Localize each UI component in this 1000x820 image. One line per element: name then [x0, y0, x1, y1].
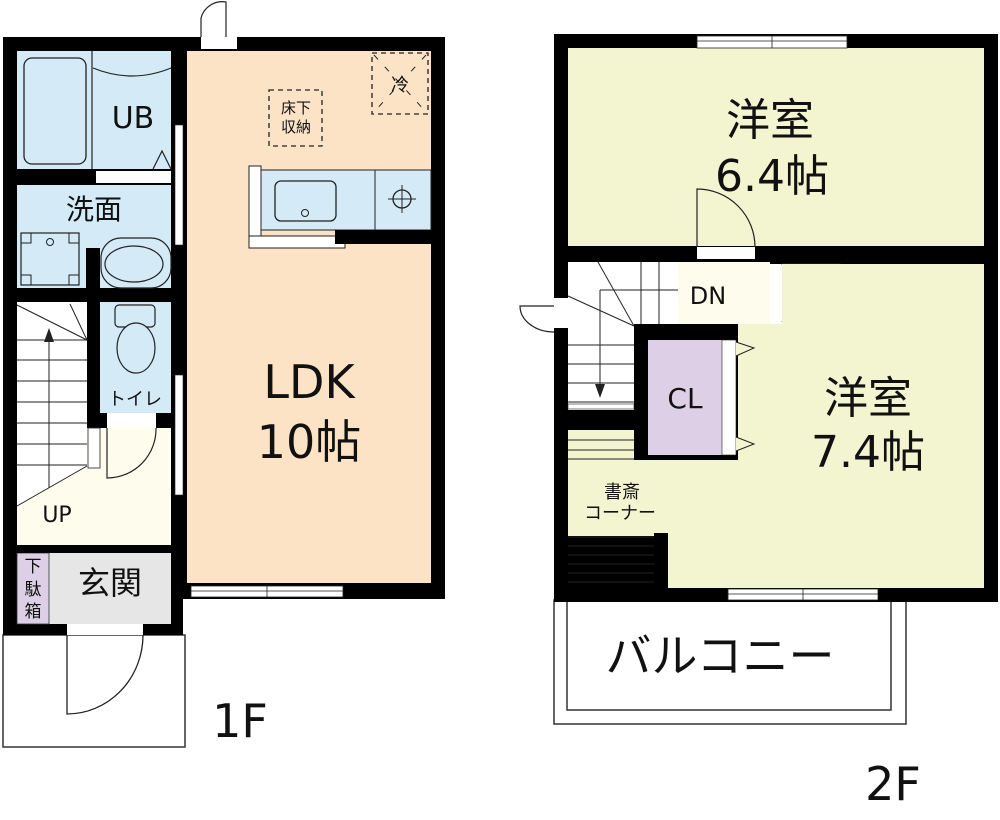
- bath-label: UB: [112, 101, 155, 136]
- door[interactable]: [96, 171, 171, 183]
- entrance-label: 玄関: [78, 564, 142, 602]
- underfloor-storage-label-2: 収納: [281, 118, 311, 136]
- drain-icon: [152, 149, 172, 170]
- closet-door[interactable]: [721, 339, 737, 456]
- toilet-label: トイレ: [108, 389, 162, 410]
- shoe-box: [16, 552, 50, 625]
- western-room-1: [568, 48, 984, 246]
- closet-label: CL: [667, 382, 703, 415]
- western-room-1-size: 6.4帖: [715, 151, 829, 202]
- hall-1f: [17, 428, 171, 545]
- shoe-box-label-2: 駄: [25, 580, 42, 600]
- floor-1: UB 洗面 トイレ LDK 10帖 床下 収納 冷 UP 玄関 下 駄 箱 1F: [2, 1, 445, 748]
- floor-1-label: 1F: [212, 694, 268, 748]
- porch: [2, 634, 186, 748]
- washroom-label: 洗面: [66, 193, 122, 226]
- ldk-size: 10帖: [257, 415, 362, 469]
- stairs-down-label: DN: [690, 282, 726, 310]
- down-arrow-icon: [595, 384, 605, 398]
- shoe-box-label-1: 下: [25, 557, 42, 577]
- western-room-2-size: 7.4帖: [811, 427, 925, 478]
- underfloor-storage-label-1: 床下: [281, 99, 311, 117]
- kitchen-sink-icon: [274, 180, 337, 222]
- shoe-box-label-3: 箱: [25, 602, 42, 622]
- fridge-space: [371, 52, 429, 115]
- fridge-label: 冷: [391, 75, 409, 96]
- floor-2-label: 2F: [865, 757, 921, 811]
- room2-door[interactable]: [770, 264, 782, 324]
- toilet-door[interactable]: [107, 413, 156, 428]
- washing-machine-icon: [20, 232, 80, 286]
- closet: [648, 340, 722, 455]
- balcony-label: バルコニー: [605, 629, 834, 683]
- hall-2f: [678, 262, 770, 324]
- western-room-2: [568, 264, 984, 588]
- floor-2: 洋室 6.4帖 洋室 7.4帖 DN CL 書斎 コーナー バルコニー 2F: [519, 34, 998, 811]
- bathtub: [23, 57, 87, 165]
- kitchen-counter: [260, 169, 432, 231]
- western-room-2-label: 洋室: [824, 373, 912, 424]
- balcony-door[interactable]: [201, 37, 237, 49]
- stairs-2f: [568, 262, 678, 326]
- up-arrow-icon: [44, 328, 54, 342]
- room1-door[interactable]: [697, 247, 755, 259]
- ldk-label: LDK: [263, 355, 356, 409]
- stairs-up-label: UP: [42, 503, 71, 528]
- ldk: [187, 51, 431, 583]
- study-corner-label-2: コーナー: [584, 503, 656, 524]
- front-door[interactable]: [67, 624, 143, 635]
- western-room-1-label: 洋室: [726, 95, 814, 146]
- underfloor-storage: [268, 89, 323, 147]
- study-corner-label-1: 書斎: [604, 482, 640, 503]
- side-door[interactable]: [519, 305, 555, 333]
